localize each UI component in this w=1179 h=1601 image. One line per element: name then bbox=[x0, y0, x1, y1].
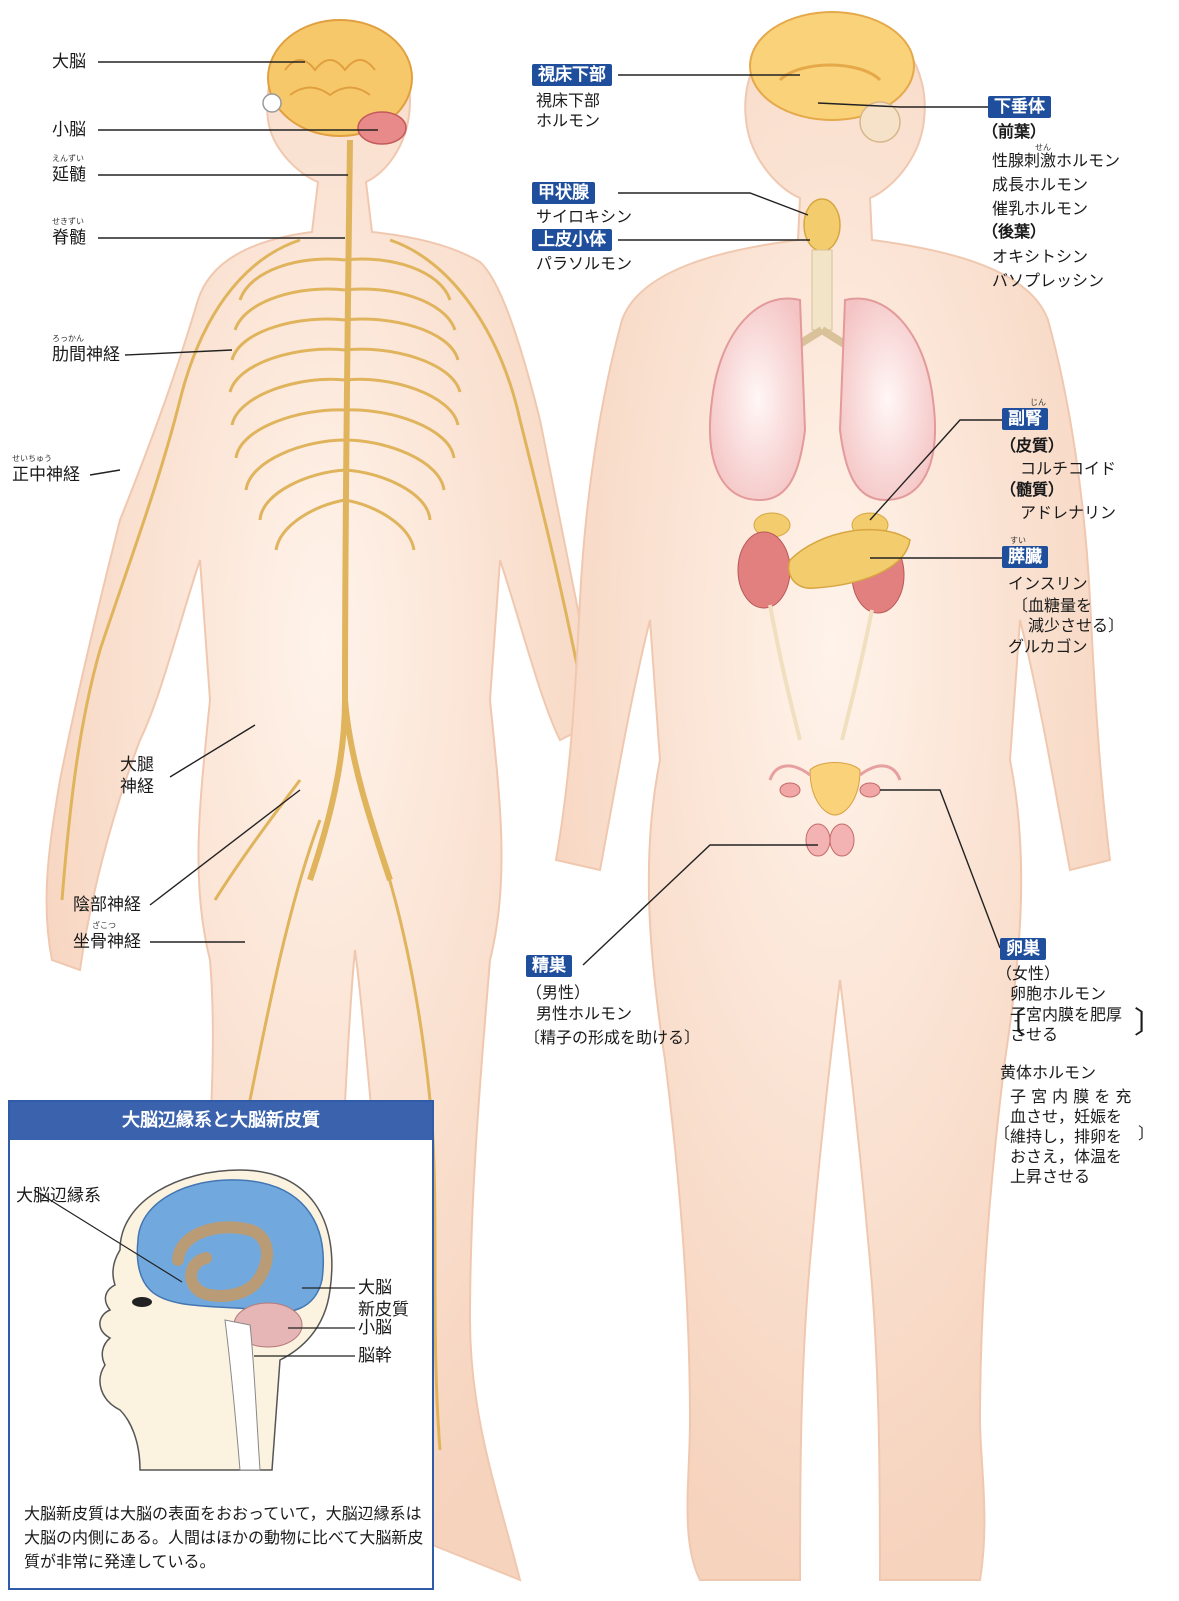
ruby-fukujin: じん bbox=[1030, 398, 1046, 407]
ruby-median: せいちゅう bbox=[12, 454, 52, 463]
badge-hypothalamus: 視床下部 bbox=[532, 64, 612, 86]
luteal-line-4: おさえ，体温を bbox=[1010, 1146, 1122, 1167]
pituitary-item-5: バソプレッシン bbox=[992, 270, 1104, 291]
testis-line-2: 男性ホルモン bbox=[536, 1003, 632, 1024]
badge-pituitary: 下垂体 bbox=[988, 96, 1051, 118]
testis-line-1: （男性） bbox=[526, 982, 590, 1003]
ovary-line-1: （女性） bbox=[996, 963, 1060, 984]
luteal-line-2: 血させ，妊娠を bbox=[1010, 1106, 1122, 1127]
inset-label-neocortex-2: 新皮質 bbox=[358, 1300, 409, 1320]
inset-label-limbic: 大脳辺縁系 bbox=[16, 1186, 101, 1206]
inset-caption: 大脳新皮質は大脳の表面をおおっていて，大脳辺縁系は大脳の内側にある。人間はほかの… bbox=[24, 1502, 424, 1574]
hypothalamus-line-2: ホルモン bbox=[536, 110, 600, 131]
label-cerebellum: 小脳 bbox=[52, 120, 86, 140]
luteal-title: 黄体ホルモン bbox=[1000, 1062, 1096, 1083]
luteal-line-5: 上昇させる bbox=[1010, 1166, 1090, 1187]
ruby-sui: すい bbox=[1010, 536, 1026, 545]
label-intercostal-nerve: 肋間神経 bbox=[52, 345, 120, 365]
ovary-bracket-right: 〕 bbox=[1134, 1004, 1164, 1044]
luteal-bracket-left: 〔 bbox=[994, 1084, 1010, 1184]
pituitary-item-4: オキシトシン bbox=[992, 246, 1088, 267]
label-femoral-1: 大腿 bbox=[120, 755, 154, 775]
hypothalamus-line-1: 視床下部 bbox=[536, 90, 600, 111]
pancreas-line-3: 減少させる〕 bbox=[1028, 615, 1124, 636]
badge-thyroid: 甲状腺 bbox=[532, 182, 595, 204]
testis-line-3: 〔精子の形成を助ける〕 bbox=[524, 1027, 700, 1048]
ruby-spinal-cord: せきずい bbox=[52, 217, 84, 226]
inset-label-cerebellum: 小脳 bbox=[358, 1318, 392, 1338]
luteal-line-1: 子 宮 内 膜 を 充 bbox=[1010, 1086, 1131, 1107]
pancreas-line-1: インスリン bbox=[1008, 573, 1088, 594]
pituitary-item-3: 催乳ホルモン bbox=[992, 198, 1088, 219]
badge-adrenal: 副腎 bbox=[1002, 408, 1048, 430]
label-sciatic-nerve: 坐骨神経 bbox=[73, 932, 141, 952]
adrenal-cortex-item: コルチコイド bbox=[1020, 458, 1116, 479]
pituitary-item-2: 成長ホルモン bbox=[992, 174, 1088, 195]
label-pudendal-nerve: 陰部神経 bbox=[73, 895, 141, 915]
label-medulla: 延髄 bbox=[52, 165, 86, 185]
label-femoral-2: 神経 bbox=[120, 777, 154, 797]
ruby-medulla: えんずい bbox=[52, 154, 84, 163]
pituitary-item-1: 性腺刺激ホルモン bbox=[992, 150, 1120, 171]
ovary-line-3: 子宮内膜を肥厚 bbox=[1010, 1004, 1122, 1025]
inset-limbic-neocortex: 大脳辺縁系と大脳新皮質 大脳辺縁系 大脳 新皮質 小脳 脳幹 大脳新皮質は大脳の… bbox=[8, 1100, 434, 1590]
inset-label-neocortex-1: 大脳 bbox=[358, 1278, 392, 1298]
pancreas-line-4: グルカゴン bbox=[1008, 636, 1088, 657]
luteal-bracket-right: 〕 bbox=[1138, 1084, 1154, 1184]
adrenal-medulla-head: （髄質） bbox=[1000, 480, 1064, 500]
inset-title: 大脳辺縁系と大脳新皮質 bbox=[10, 1102, 432, 1140]
label-spinal-cord: 脊髄 bbox=[52, 228, 86, 248]
ruby-intercostal: ろっかん bbox=[52, 334, 84, 343]
ruby-sciatic: ざこつ bbox=[92, 921, 116, 930]
badge-ovary: 卵巣 bbox=[1000, 938, 1046, 960]
adrenal-cortex-head: （皮質） bbox=[1000, 436, 1064, 456]
pancreas-line-2: 〔血糖量を bbox=[1012, 595, 1092, 616]
badge-parathyroid: 上皮小体 bbox=[532, 229, 612, 251]
label-cerebrum: 大脳 bbox=[52, 52, 86, 72]
ovary-line-4: させる bbox=[1010, 1024, 1058, 1045]
pituitary-posterior-head: （後葉） bbox=[982, 222, 1046, 242]
thyroid-line-1: サイロキシン bbox=[536, 206, 632, 227]
pituitary-anterior-head: （前葉） bbox=[982, 122, 1046, 142]
badge-pancreas: 膵臓 bbox=[1002, 546, 1048, 568]
adrenal-medulla-item: アドレナリン bbox=[1020, 502, 1116, 523]
parathyroid-line-1: パラソルモン bbox=[536, 253, 632, 274]
ovary-line-2: 卵胞ホルモン bbox=[1010, 983, 1106, 1004]
label-median-nerve: 正中神経 bbox=[12, 465, 80, 485]
luteal-line-3: 維持し，排卵を bbox=[1010, 1126, 1122, 1147]
inset-label-brainstem: 脳幹 bbox=[358, 1346, 392, 1366]
badge-testis: 精巣 bbox=[526, 955, 572, 977]
